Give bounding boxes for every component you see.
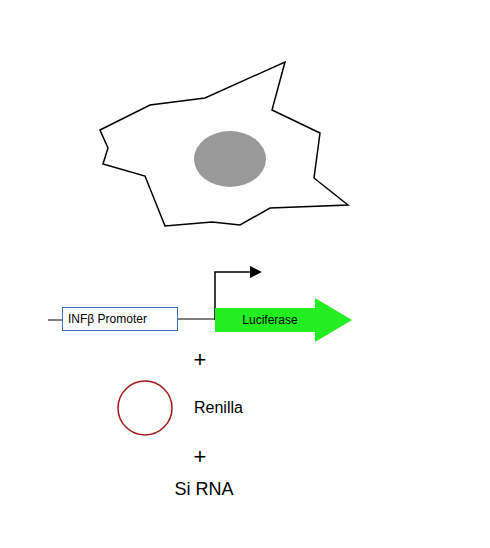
plus-sign: +: [194, 347, 207, 373]
dna-line: [48, 320, 62, 321]
plus-sign: +: [194, 444, 207, 470]
luciferase-arrow: Luciferase: [215, 298, 352, 342]
cell-outline: [100, 62, 348, 226]
arrow-fill: [215, 298, 352, 342]
sirna-label: Si RNA: [174, 479, 233, 500]
plasmid-label: Renilla: [194, 399, 243, 417]
plasmid-circle: [116, 378, 178, 438]
promoter-box: INFβ Promoter: [62, 307, 178, 331]
connector-line: [178, 319, 215, 320]
promoter-label: INFβ Promoter: [68, 312, 147, 326]
arrowhead: [250, 266, 262, 278]
gene-label: Luciferase: [242, 313, 297, 327]
dna-connector: [178, 319, 215, 320]
circle-outline: [118, 381, 172, 435]
renilla-plasmid: Renilla: [116, 378, 286, 438]
nucleus: [194, 131, 266, 187]
